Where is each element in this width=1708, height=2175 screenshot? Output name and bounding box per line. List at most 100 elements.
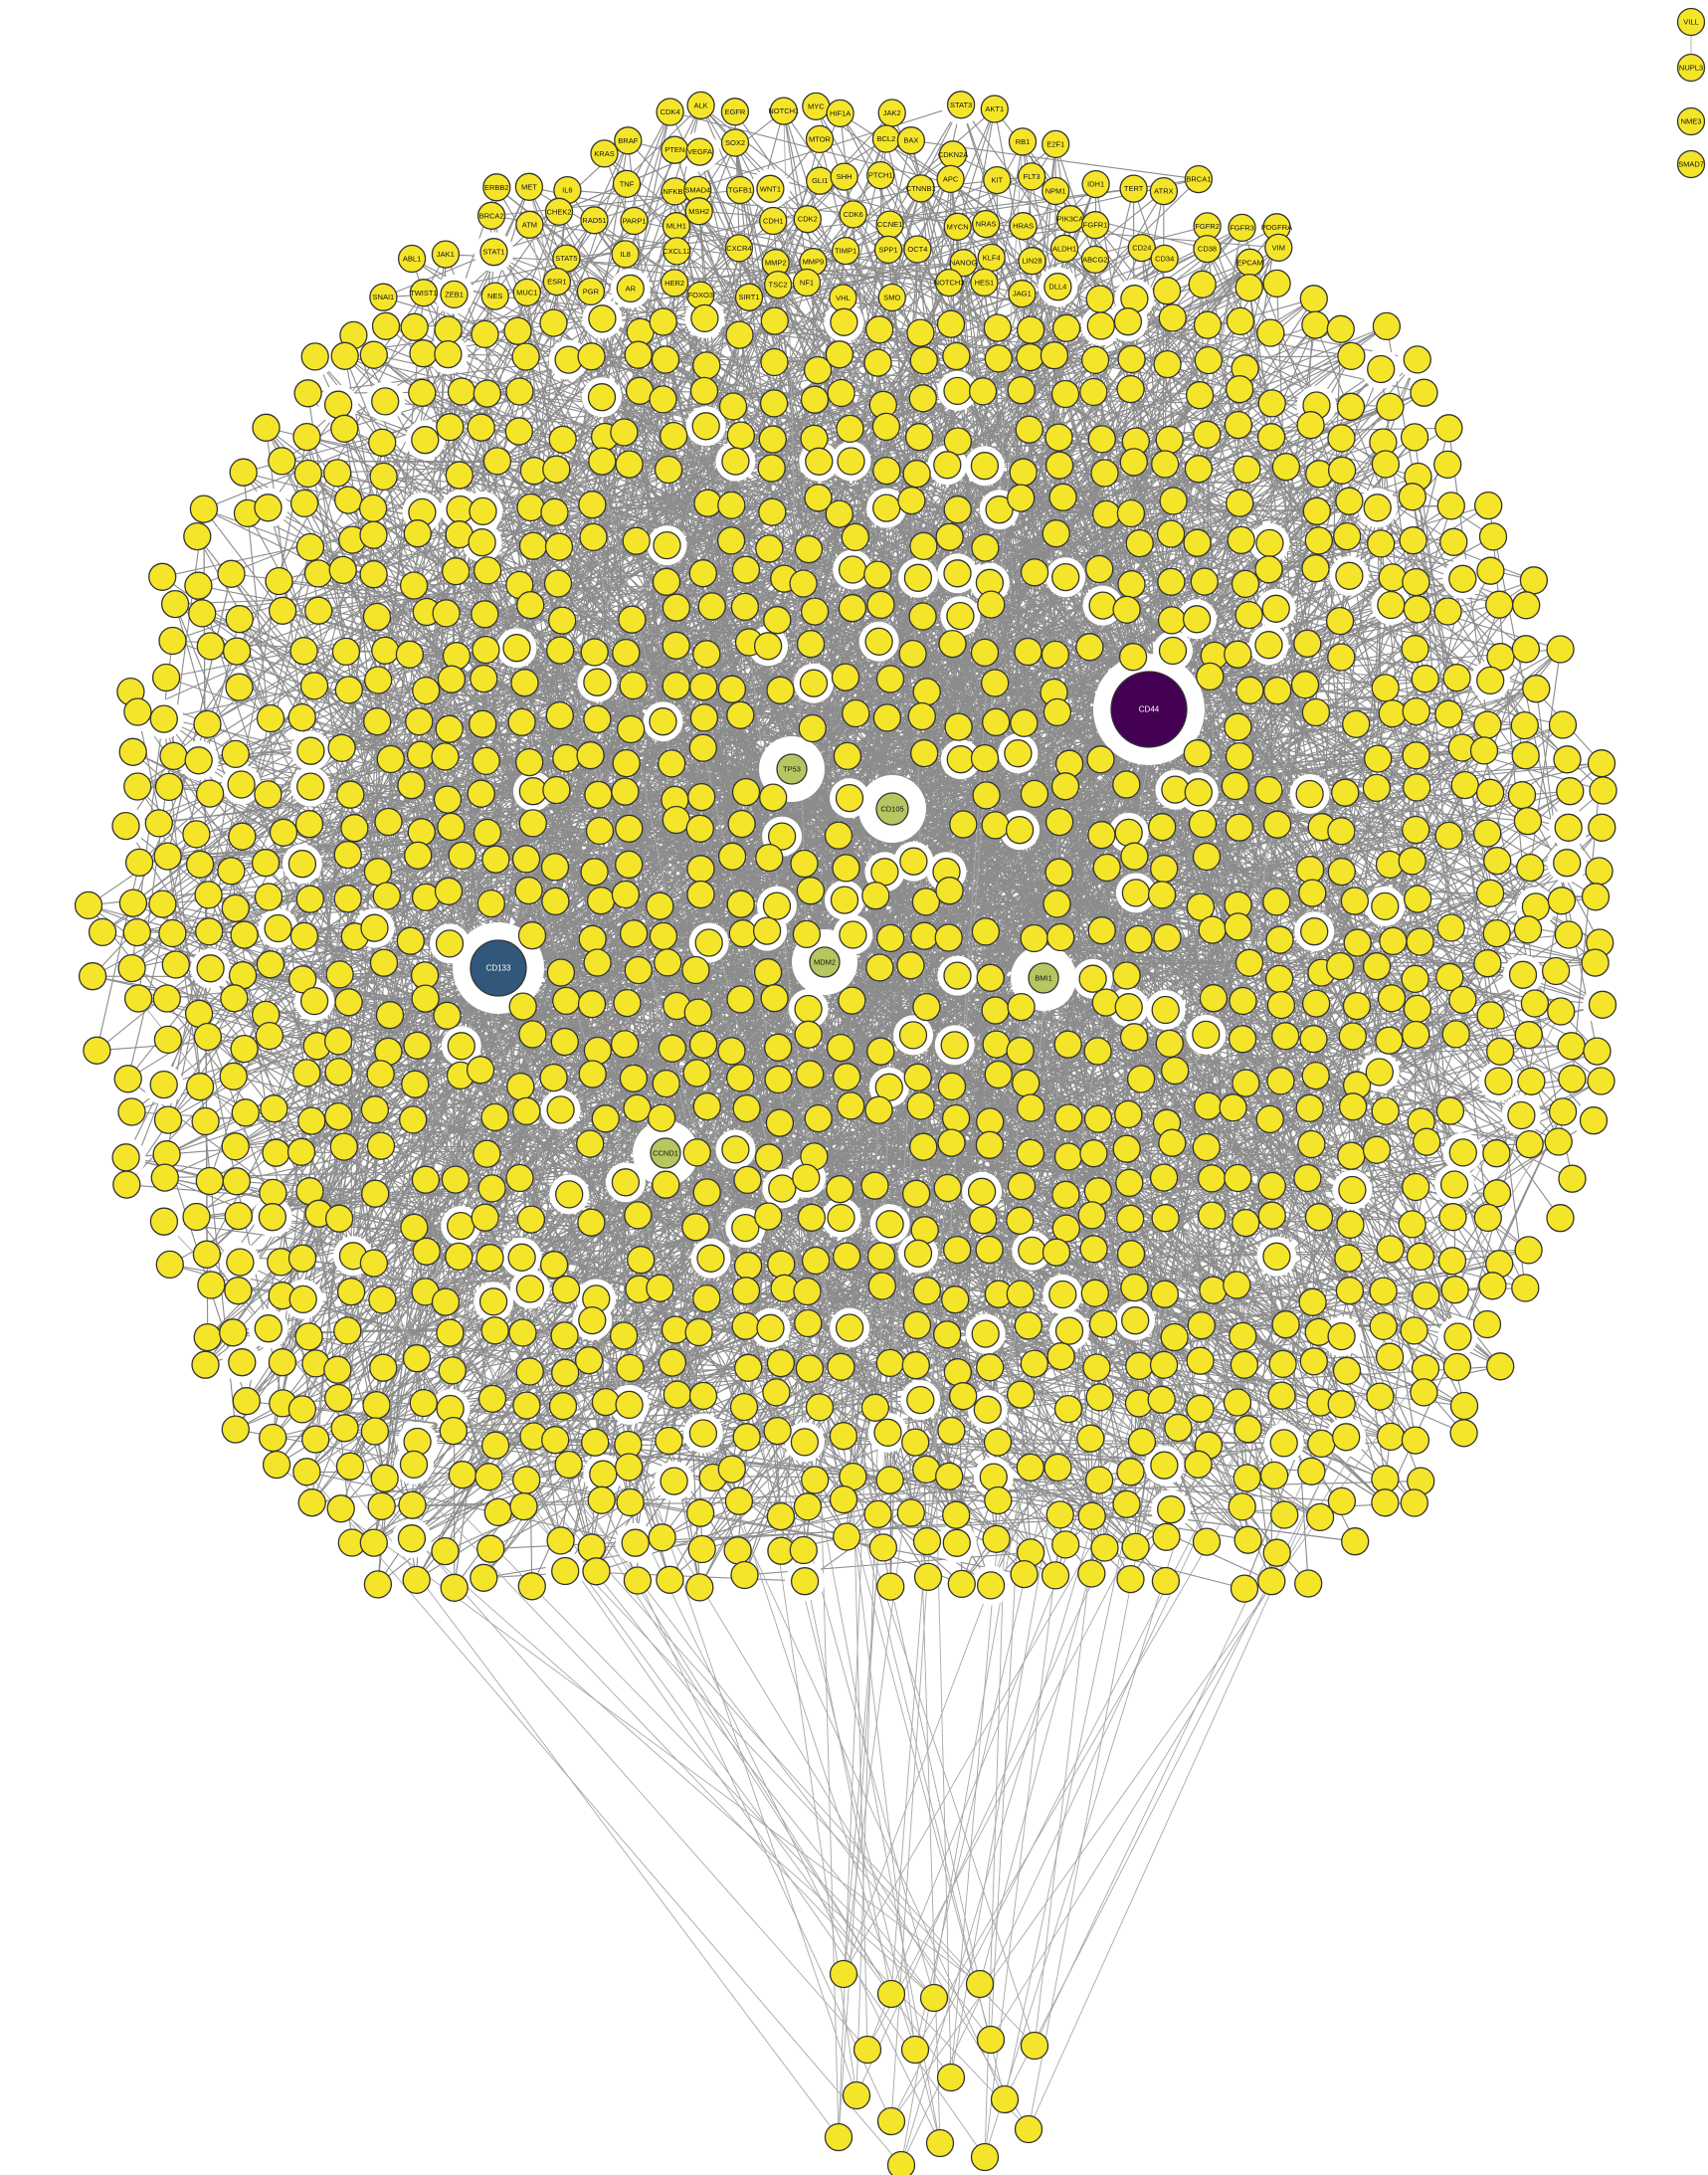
gene-node[interactable]: SMO [877,283,906,312]
gene-node[interactable] [718,392,748,421]
gene-node[interactable] [758,425,787,454]
gene-node[interactable] [654,455,683,485]
gene-node[interactable] [516,591,545,620]
gene-node[interactable] [1333,521,1362,551]
gene-node[interactable] [1226,489,1254,517]
gene-node[interactable] [268,447,296,476]
gene-node[interactable] [872,703,902,732]
gene-node[interactable]: RB1 [1008,127,1038,156]
gene-node[interactable] [541,887,570,916]
gene-node[interactable] [909,346,938,375]
gene-node[interactable] [824,821,854,850]
gene-node[interactable] [1114,818,1143,848]
gene-node[interactable] [842,698,870,728]
gene-node[interactable] [1007,376,1036,405]
gene-node[interactable] [1336,392,1366,421]
gene-node[interactable] [540,497,569,527]
gene-node[interactable] [728,919,757,948]
gene-node[interactable] [473,818,502,848]
gene-node[interactable] [1335,561,1364,590]
gene-node[interactable] [804,484,833,512]
gene-node[interactable] [968,377,998,406]
gene-node[interactable] [1486,643,1515,672]
gene-node[interactable] [617,714,646,744]
gene-node[interactable] [433,785,463,814]
gene-node[interactable]: STAT5 [552,244,581,273]
gene-node[interactable] [1439,527,1468,556]
gene-node[interactable] [1326,951,1355,981]
gene-node[interactable] [652,567,681,596]
gene-node[interactable] [1050,379,1080,409]
gene-node[interactable] [1589,776,1617,805]
gene-node[interactable] [762,891,792,920]
gene-node[interactable] [1513,807,1543,836]
gene-node[interactable]: CDK4 [656,98,684,126]
gene-node[interactable] [1404,885,1432,913]
gene-node[interactable] [864,627,893,656]
gene-node[interactable] [409,339,438,368]
gene-node[interactable] [289,489,319,518]
gene-node[interactable] [1016,342,1044,372]
gene-node[interactable] [437,812,466,842]
gene-node[interactable] [615,450,644,479]
gene-node[interactable] [1450,770,1479,800]
gene-node[interactable]: NOTCH1 [768,97,799,125]
gene-node[interactable] [375,1001,405,1030]
gene-node[interactable] [1151,450,1180,479]
gene-node[interactable] [942,341,971,371]
gene-node[interactable]: BRCA2 [476,201,506,230]
gene-node[interactable] [396,926,425,955]
gene-node[interactable] [970,743,1000,773]
gene-node[interactable] [148,890,177,918]
gene-node[interactable] [359,560,388,589]
gene-node[interactable] [1004,739,1033,768]
gene-node[interactable] [552,986,581,1016]
gene-node[interactable] [1112,961,1141,990]
gene-node[interactable] [1476,556,1505,585]
gene-node[interactable] [757,454,786,483]
gene-node[interactable] [1046,922,1075,952]
gene-node[interactable] [545,700,574,730]
gene-node[interactable] [185,850,215,879]
gene-node[interactable] [1075,633,1104,662]
gene-node[interactable] [912,678,941,706]
gene-node[interactable] [552,743,581,773]
gene-node[interactable]: CD38 [1193,234,1222,264]
gene-node[interactable] [1161,775,1190,804]
gene-node[interactable] [505,377,534,406]
gene-node[interactable] [908,602,937,631]
gene-node[interactable] [515,747,544,777]
gene-node[interactable] [1434,414,1463,443]
gene-node[interactable] [1121,879,1151,907]
gene-node[interactable] [838,555,867,584]
gene-node[interactable]: TIMP1 [831,236,860,266]
gene-node[interactable] [1296,411,1325,440]
gene-node[interactable] [434,315,463,344]
gene-node[interactable]: MTOR [805,124,835,154]
gene-node[interactable] [442,642,472,671]
gene-node[interactable] [74,890,103,920]
gene-node[interactable]: NPM1 [1042,176,1070,206]
gene-node[interactable] [1379,926,1408,956]
gene-node[interactable] [399,571,429,600]
gene-node[interactable] [721,447,750,476]
gene-node[interactable] [1401,964,1429,994]
gene-node[interactable] [1378,563,1407,592]
gene-node[interactable]: PTEN [661,135,689,164]
gene-node[interactable] [618,605,647,634]
gene-node[interactable] [1541,956,1571,986]
gene-node[interactable] [619,919,649,948]
gene-node[interactable] [1188,270,1217,298]
gene-node[interactable] [983,313,1012,342]
gene-node[interactable] [1398,483,1426,511]
gene-node[interactable] [289,921,319,950]
gene-node[interactable]: NANOG [949,249,978,278]
gene-node[interactable] [612,638,641,668]
gene-node[interactable] [1147,881,1177,909]
gene-node[interactable] [1153,349,1182,379]
gene-node[interactable] [1157,567,1186,596]
gene-node[interactable]: IL8 [611,240,640,269]
gene-node[interactable] [726,421,755,450]
gene-node[interactable] [585,816,615,846]
gene-node[interactable] [195,779,225,808]
